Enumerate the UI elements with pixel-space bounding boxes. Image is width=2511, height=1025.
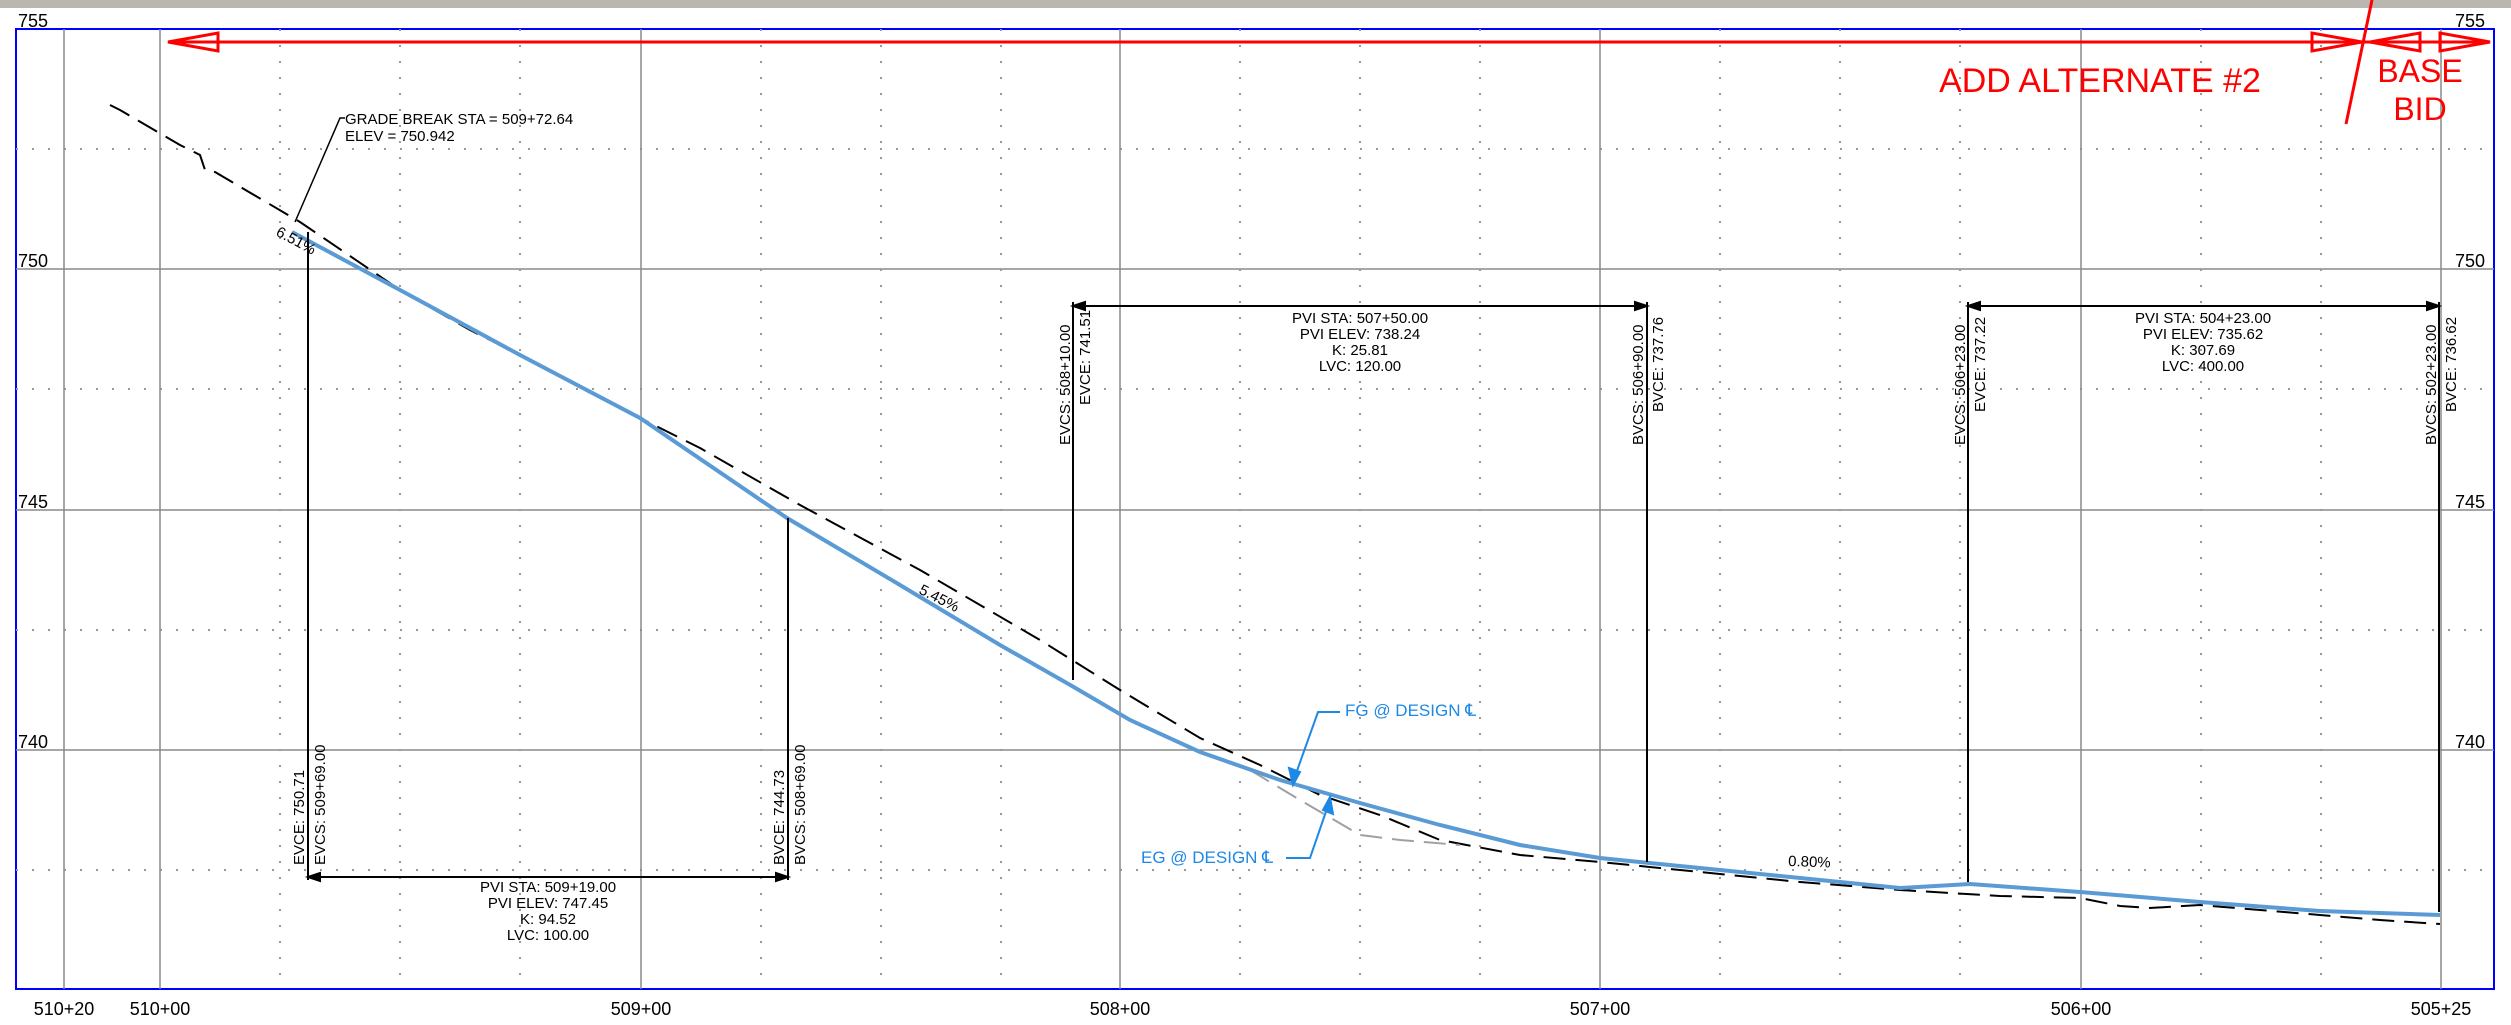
vc2-pvi-elev: PVI ELEV: 738.24 [1300, 326, 1420, 343]
add-alternate-banner [167, 0, 2491, 125]
vertical-curve-1 [304, 232, 792, 883]
fg-leader [1287, 711, 1340, 788]
major-grid-vertical [63, 29, 2442, 989]
fg-design-label: FG @ DESIGN ℄ [1345, 701, 1476, 720]
vc2-bvcs: BVCS: 506+90.00 [1630, 324, 1647, 445]
base-bid-label-line1: BASE [2377, 53, 2462, 89]
eg-leader [1286, 793, 1335, 859]
vc2-evce: EVCE: 741.51 [1077, 310, 1094, 405]
vc1-bvcs: BVCS: 508+69.00 [792, 744, 809, 865]
station-label-506-00: 506+00 [2051, 999, 2112, 1019]
eg-design-label: EG @ DESIGN ℄ [1141, 848, 1273, 867]
vc3-pvi-sta: PVI STA: 504+23.00 [2135, 310, 2271, 327]
vc1-k: K: 94.52 [520, 911, 576, 928]
elev-label-740-right: 740 [2455, 732, 2485, 752]
vc3-evcs: EVCS: 506+23.00 [1952, 324, 1969, 445]
station-label-509-00: 509+00 [611, 999, 672, 1019]
station-label-510-00: 510+00 [130, 999, 191, 1019]
vc2-pvi-sta: PVI STA: 507+50.00 [1292, 310, 1428, 327]
banner-mid-arrow-right [2369, 31, 2422, 53]
vc3-bvce: BVCE: 736.62 [2443, 317, 2460, 412]
vc1-lvc: LVC: 100.00 [507, 927, 589, 944]
vc2-lvc: LVC: 120.00 [1319, 358, 1401, 375]
vc2-k: K: 25.81 [1332, 342, 1388, 359]
finished-grade-profile [291, 230, 2441, 917]
vc1-evce: EVCE: 750.71 [291, 770, 308, 865]
banner-split-line [2344, 0, 2374, 125]
vc1-evcs: EVCS: 509+69.00 [312, 744, 329, 865]
existing-ground-profile [109, 104, 2441, 925]
elevation-labels: 755 750 745 740 755 750 745 740 [18, 11, 2485, 752]
grade-label-3: 0.80% [1788, 853, 1831, 871]
elev-label-750-right: 750 [2455, 251, 2485, 271]
minor-grid-vertical [279, 29, 2322, 989]
aerial-strip [0, 0, 2511, 8]
base-bid-label-line2: BID [2393, 91, 2446, 127]
grade-break-callout: GRADE BREAK STA = 509+72.64 ELEV = 750.9… [294, 111, 573, 223]
add-alternate-label: ADD ALTERNATE #2 [1939, 62, 2261, 100]
station-label-507-00: 507+00 [1570, 999, 1631, 1019]
elev-label-745-right: 745 [2455, 492, 2485, 512]
vc3-bvcs: BVCS: 502+23.00 [2423, 324, 2440, 445]
vc3-evce: EVCE: 737.22 [1972, 317, 1989, 412]
vertical-curve-3 [1964, 300, 2443, 912]
banner-mid-arrow-left [2310, 31, 2363, 53]
banner-right-arrow [2438, 31, 2491, 53]
vc3-k: K: 307.69 [2171, 342, 2235, 359]
station-label-505-25: 505+25 [2411, 999, 2472, 1019]
station-label-510-20: 510+20 [34, 999, 95, 1019]
existing-ground-alt-profile [1249, 769, 1461, 846]
grade-break-elev: ELEV = 750.942 [345, 128, 455, 145]
elev-label-755-right: 755 [2455, 11, 2485, 31]
station-labels: 510+20 510+00 509+00 508+00 507+00 506+0… [34, 999, 2472, 1019]
elev-label-750-left: 750 [18, 251, 48, 271]
plot-frame [15, 28, 2495, 990]
vc2-evcs: EVCS: 508+10.00 [1057, 324, 1074, 445]
elev-label-755-left: 755 [18, 11, 48, 31]
elev-label-745-left: 745 [18, 492, 48, 512]
vc3-pvi-elev: PVI ELEV: 735.62 [2143, 326, 2263, 343]
elev-label-740-left: 740 [18, 732, 48, 752]
vc1-bvce: BVCE: 744.73 [771, 770, 788, 865]
vc1-pvi-sta: PVI STA: 509+19.00 [480, 879, 616, 896]
vc1-pvi-elev: PVI ELEV: 747.45 [488, 895, 608, 912]
vc3-lvc: LVC: 400.00 [2162, 358, 2244, 375]
vertical-curve-2 [1069, 300, 1651, 862]
banner-left-arrow [167, 31, 220, 53]
grade-break-sta: GRADE BREAK STA = 509+72.64 [345, 111, 573, 128]
station-label-508-00: 508+00 [1090, 999, 1151, 1019]
vc2-bvce: BVCE: 737.76 [1650, 317, 1667, 412]
